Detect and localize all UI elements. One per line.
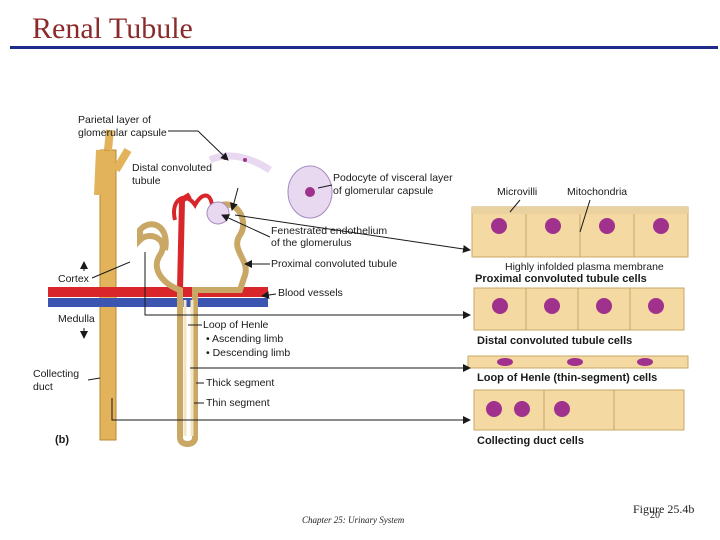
label-loop-title: Loop of Henle <box>203 319 269 331</box>
panel-label: (b) <box>55 434 69 446</box>
loop-nucleus <box>637 358 653 366</box>
arrow-collecting <box>111 398 471 424</box>
label-podocyte-2: of glomerular capsule <box>333 185 434 197</box>
label-podocyte-1: Podocyte of visceral layer <box>333 172 453 184</box>
artery-band <box>48 287 268 297</box>
cell-title-loop: Loop of Henle (thin-segment) cells <box>477 372 657 384</box>
glomerulus-vessels <box>172 193 214 221</box>
loop-cells-panel <box>467 355 689 369</box>
pct-nucleus <box>599 218 615 234</box>
label-collecting-1: Collecting <box>33 368 79 380</box>
pct-nucleus <box>545 218 561 234</box>
label-mitochondria: Mitochondria <box>567 186 627 198</box>
cd-nucleus <box>554 401 570 417</box>
slide-footer: Chapter 25: Urinary System <box>302 515 405 525</box>
label-parietal-1: Parietal layer of <box>78 114 151 126</box>
glomerular-capsule <box>206 201 230 225</box>
vein-band <box>48 298 268 307</box>
pct-nucleus <box>491 218 507 234</box>
renal-tubule-diagram: Parietal layer of glomerular capsule Dis… <box>33 114 689 447</box>
label-fenestrated-1: Fenestrated endothelium <box>271 225 387 237</box>
slide-title: Renal Tubule <box>32 12 193 45</box>
label-descending: • Descending limb <box>206 347 290 359</box>
label-parietal-2: glomerular capsule <box>78 127 167 139</box>
leader-fenestrated <box>221 214 271 238</box>
figure-reference: Figure 25.4b <box>633 502 695 516</box>
leader-parietal <box>168 130 229 161</box>
pct-nucleus <box>653 218 669 234</box>
parietal-nucleus <box>243 158 247 162</box>
cell-title-cd: Collecting duct cells <box>477 435 584 447</box>
label-ascending: • Ascending limb <box>206 333 283 345</box>
dct-nucleus <box>492 298 508 314</box>
cd-nucleus <box>514 401 530 417</box>
label-proximal: Proximal convoluted tubule <box>271 258 397 270</box>
arrow-pct <box>234 214 471 253</box>
label-thick: Thick segment <box>206 377 274 389</box>
leader-cortex <box>91 261 131 279</box>
parietal-layer <box>208 152 272 173</box>
leader-collecting <box>87 377 101 381</box>
label-distal-2: tubule <box>132 175 161 187</box>
podocyte-nucleus <box>305 187 315 197</box>
artery-branch <box>177 192 192 291</box>
dct-nucleus <box>648 298 664 314</box>
cd-cells-panel <box>473 389 685 431</box>
leader-podocyte <box>317 184 333 189</box>
cell-title-dct: Distal convoluted tubule cells <box>477 335 632 347</box>
title-underline <box>10 46 718 49</box>
leader-distal <box>229 187 239 211</box>
label-fenestrated-2: of the glomerulus <box>271 237 352 249</box>
label-medulla: Medulla <box>58 313 95 325</box>
dct-nucleus <box>544 298 560 314</box>
loop-nucleus <box>497 358 513 366</box>
page-number: 20 <box>650 510 660 521</box>
nephron-tubule <box>137 201 249 447</box>
cd-nucleus <box>486 401 502 417</box>
dct-nucleus <box>596 298 612 314</box>
leader-mitochondria <box>579 199 591 233</box>
arrow-dct <box>144 252 471 319</box>
dct-cells-panel <box>473 287 685 331</box>
loop-nucleus <box>567 358 583 366</box>
cell-title-pct: Proximal convoluted tubule cells <box>475 273 647 285</box>
label-cortex: Cortex <box>58 273 90 285</box>
label-blood-vessels: Blood vessels <box>278 287 343 299</box>
leader-microvilli <box>509 199 521 213</box>
label-microvilli: Microvilli <box>497 186 537 198</box>
label-collecting-2: duct <box>33 381 53 393</box>
leader-blood-vessels <box>261 291 277 299</box>
label-distal-1: Distal convoluted <box>132 162 212 174</box>
label-infolded: Highly infolded plasma membrane <box>505 261 664 273</box>
label-thin: Thin segment <box>206 397 270 409</box>
collecting-duct-branch <box>94 129 132 196</box>
